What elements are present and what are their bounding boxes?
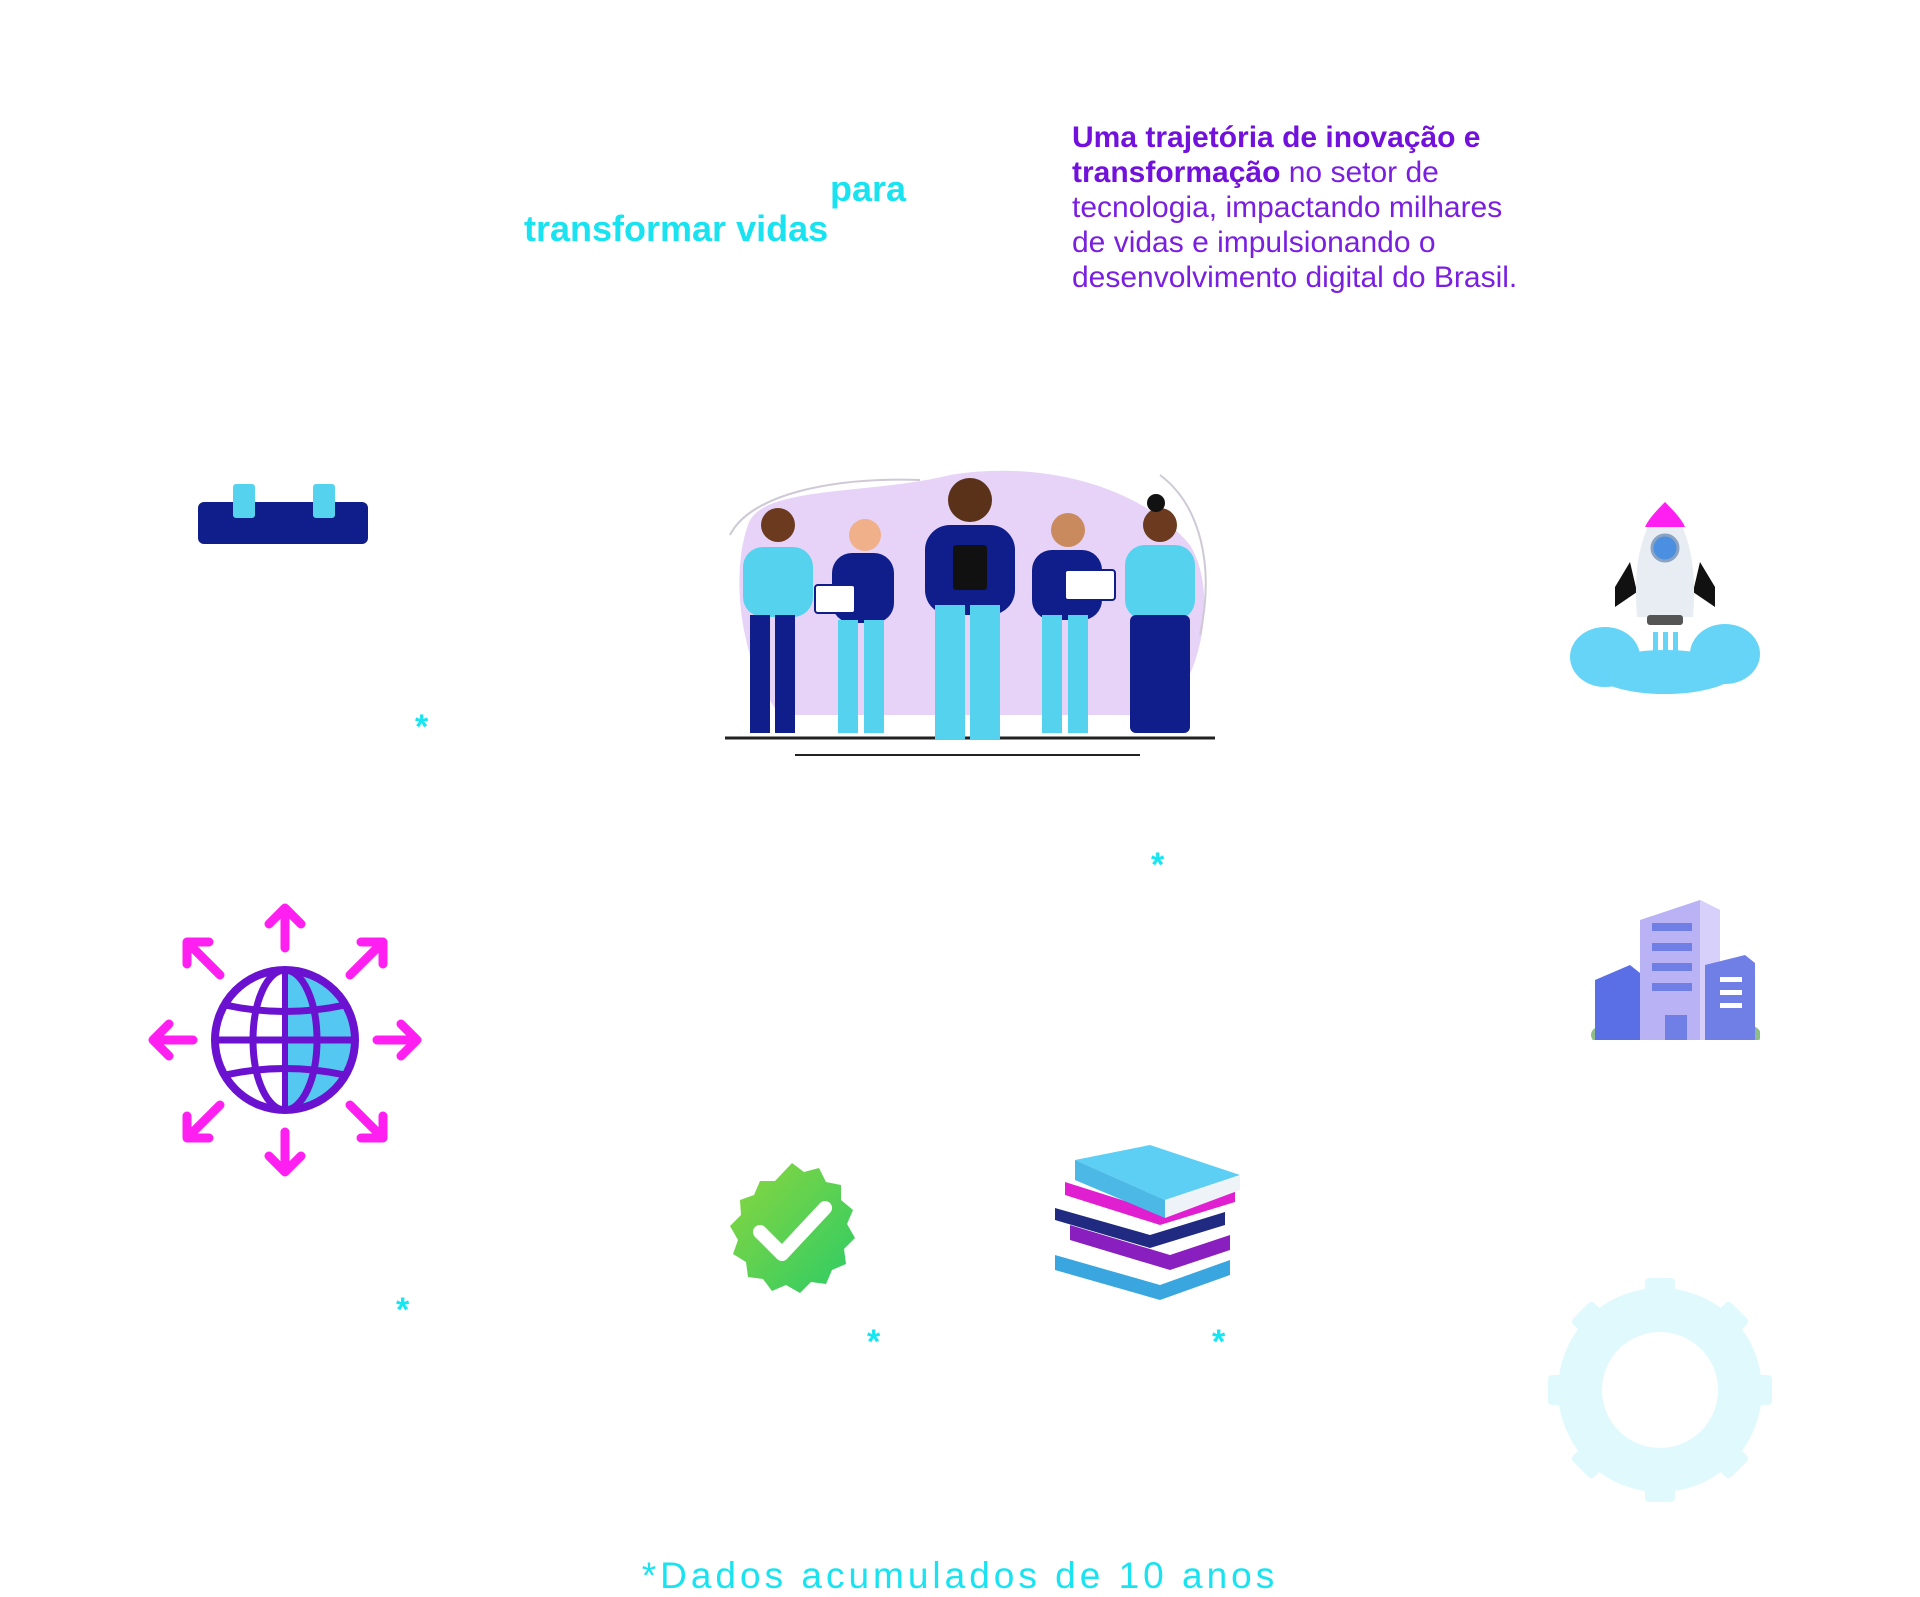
- intro-line5: desenvolvimento digital do Brasil.: [1072, 261, 1518, 294]
- building-icon: [1591, 900, 1760, 1040]
- footnote-data-disclaimer: *Dados acumulados de 10 anos: [641, 1555, 1279, 1596]
- books-icon: [1055, 1145, 1240, 1300]
- asterisk-marker: *: [396, 1291, 410, 1329]
- asterisk-marker: *: [415, 708, 429, 746]
- asterisk-marker: *: [1212, 1323, 1226, 1361]
- headline-transformar-vidas: transformar vidas: [524, 208, 829, 249]
- asterisk-marker: *: [867, 1323, 881, 1361]
- rocket-icon: [1570, 502, 1760, 694]
- intro-bold-line1: Uma trajetória de inovação e: [1072, 121, 1481, 154]
- gear-watermark-icon: [1548, 1278, 1772, 1502]
- intro-paragraph: Uma trajetória de inovação e transformaç…: [1072, 120, 1592, 295]
- intro-bold-line2: transformação: [1072, 156, 1281, 189]
- team-illustration: [725, 470, 1215, 756]
- calendar-icon: [198, 484, 368, 544]
- verified-badge-icon: [730, 1163, 855, 1293]
- intro-line3: tecnologia, impactando milhares: [1072, 191, 1503, 224]
- intro-line4: de vidas e impulsionando o: [1072, 226, 1436, 259]
- headline-para: para: [830, 168, 907, 209]
- asterisk-marker: *: [1151, 846, 1165, 884]
- globe-arrows-icon: [148, 903, 422, 1177]
- intro-rest-line2: no setor de: [1280, 156, 1439, 189]
